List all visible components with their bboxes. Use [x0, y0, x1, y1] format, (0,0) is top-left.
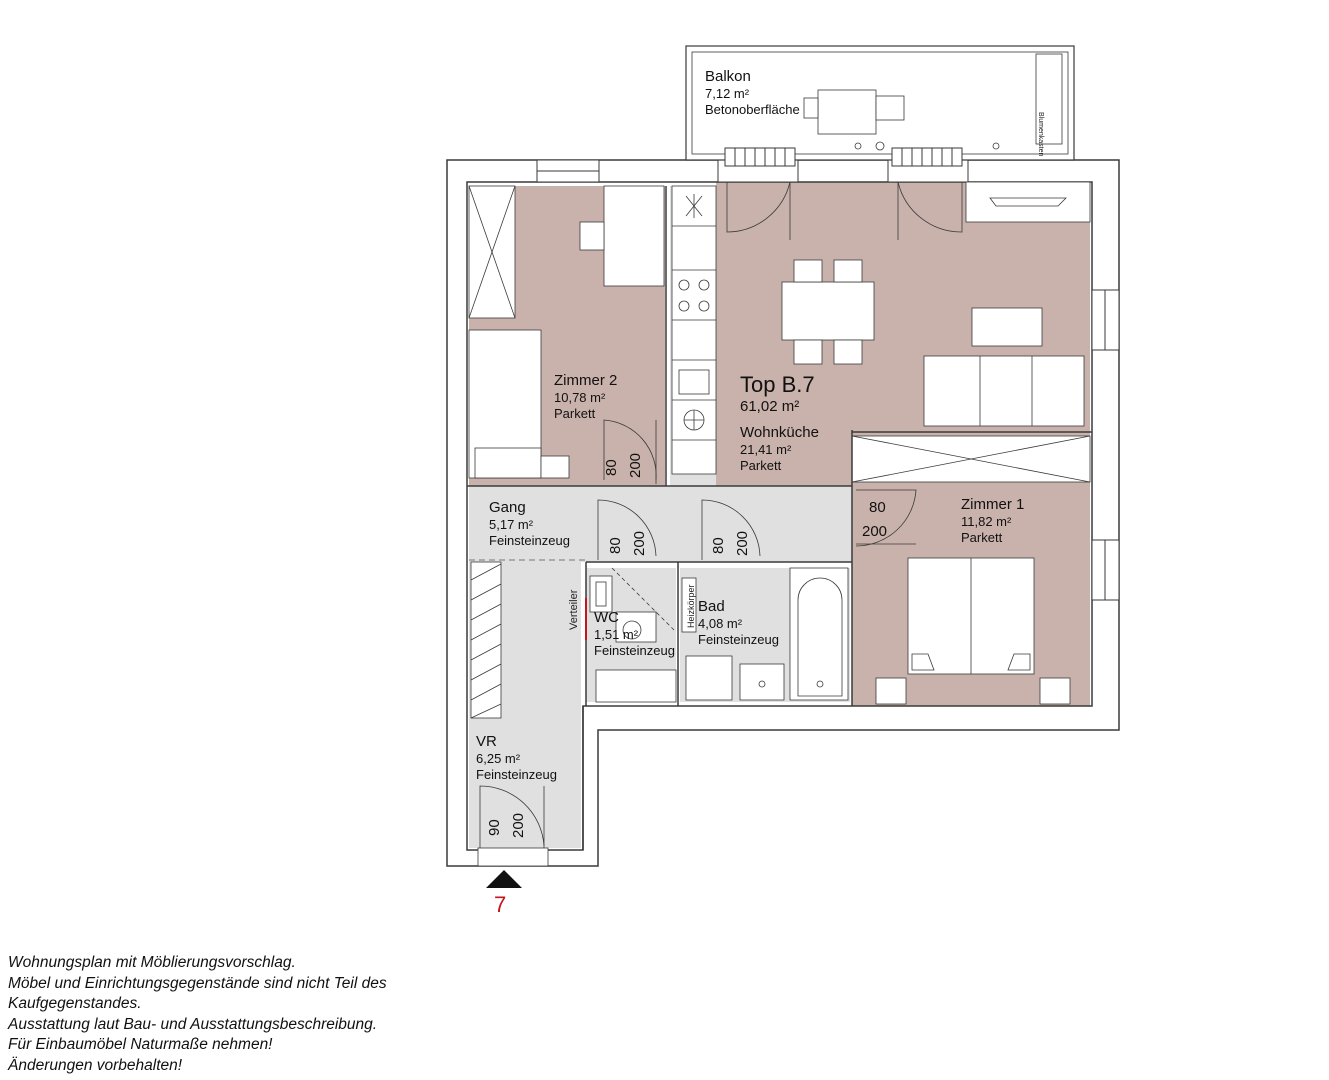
room-floor: Parkett: [740, 458, 782, 473]
room-area: 4,08 m²: [698, 616, 743, 631]
room-floor: Feinsteinzeug: [476, 767, 557, 782]
entry-arrow: [486, 870, 522, 888]
door-height-zimmer1: 200: [862, 523, 888, 540]
room-area: 21,41 m²: [740, 442, 792, 457]
door-thresholds: [724, 147, 963, 167]
zimmer2-door: [603, 419, 657, 484]
label-apartment: Top B.7 61,02 m² Wohnküche 21,41 m² Park…: [740, 372, 819, 474]
apartment-name: Top B.7: [740, 372, 815, 397]
plan-notes: Wohnungsplan mit Möblierungsvorschlag. M…: [8, 953, 387, 1076]
label-balkon: Balkon 7,12 m² Betonoberfläche: [705, 68, 800, 118]
zimmer2-furniture: [468, 185, 665, 479]
door-width-entry: 90: [486, 819, 503, 836]
note-line: Für Einbaumöbel Naturmaße nehmen!: [8, 1036, 273, 1053]
room-floor: Betonoberfläche: [705, 102, 800, 117]
apartment-area: 61,02 m²: [740, 398, 800, 415]
wohnkueche-furniture: [781, 181, 1091, 427]
vr-wardrobe: [470, 561, 502, 719]
room-area: 6,25 m²: [476, 751, 521, 766]
note-line: Wohnungsplan mit Möblierungsvorschlag.: [8, 954, 296, 971]
room-name: Balkon: [705, 68, 751, 85]
zimmer1-furniture: [851, 435, 1091, 705]
door-width-zimmer2: 80: [603, 459, 620, 476]
label-gang: Gang 5,17 m² Feinsteinzeug: [489, 499, 570, 549]
room-floor: Parkett: [961, 530, 1003, 545]
door-height-entry: 200: [510, 812, 527, 838]
note-line: Ausstattung laut Bau- und Ausstattungsbe…: [8, 1015, 378, 1033]
label-heizkoerper: Heizkörper: [686, 584, 696, 628]
room-floor: Parkett: [554, 406, 596, 421]
room-name: Bad: [698, 598, 725, 615]
room-area: 10,78 m²: [554, 390, 606, 405]
balcony-inner: [691, 51, 1069, 155]
room-name: WC: [594, 609, 619, 626]
label-zimmer2: Zimmer 2 10,78 m² Parkett: [554, 372, 617, 422]
wc-fixtures: [585, 567, 677, 703]
entry-number: 7: [494, 892, 507, 917]
note-line: Kaufgegenstandes.: [8, 995, 142, 1012]
zimmer1-door: [855, 489, 917, 547]
right-windows: [1091, 289, 1120, 601]
entry-door: [477, 785, 549, 867]
room-floor: Feinsteinzeug: [594, 643, 675, 658]
room-area: 5,17 m²: [489, 517, 534, 532]
room-name: Wohnküche: [740, 424, 819, 441]
balcony-planter: [1035, 53, 1063, 145]
room-floor: Feinsteinzeug: [489, 533, 570, 548]
kitchen-strip: [671, 185, 717, 475]
room-area: 7,12 m²: [705, 86, 750, 101]
wc-door: [597, 499, 657, 560]
floor-gang: [469, 486, 852, 562]
door-width-bad: 80: [710, 537, 727, 554]
door-width-wc: 80: [607, 537, 624, 554]
room-name: Gang: [489, 499, 526, 516]
room-area: 11,82 m²: [961, 514, 1012, 529]
door-height-wc: 200: [631, 530, 648, 556]
note-line: Möbel und Einrichtungsgegenstände sind n…: [8, 974, 387, 992]
note-line: Änderungen vorbehalten!: [8, 1056, 183, 1074]
door-width-zimmer1: 80: [869, 499, 886, 516]
room-floor: Feinsteinzeug: [698, 632, 779, 647]
balcony-door-swings: [726, 181, 963, 240]
label-zimmer1: Zimmer 1 11,82 m² Parkett: [961, 496, 1024, 546]
label-wc: WC 1,51 m² Feinsteinzeug: [594, 609, 675, 659]
bad-door: [701, 499, 761, 560]
label-bad: Bad 4,08 m² Feinsteinzeug: [698, 598, 779, 648]
balcony-table: [803, 89, 1000, 151]
door-height-zimmer2: 200: [627, 452, 644, 478]
room-name: Zimmer 1: [961, 496, 1025, 513]
room-area: 1,51 m²: [594, 627, 639, 642]
label-balcony-rack: Blumenkasten: [1037, 112, 1044, 157]
room-name: VR: [476, 733, 497, 750]
label-verteiler: Verteiler: [568, 589, 580, 630]
room-name: Zimmer 2: [554, 372, 618, 389]
bad-fixtures: [681, 567, 849, 701]
door-height-bad: 200: [734, 530, 751, 556]
label-vr: VR 6,25 m² Feinsteinzeug: [476, 733, 557, 783]
